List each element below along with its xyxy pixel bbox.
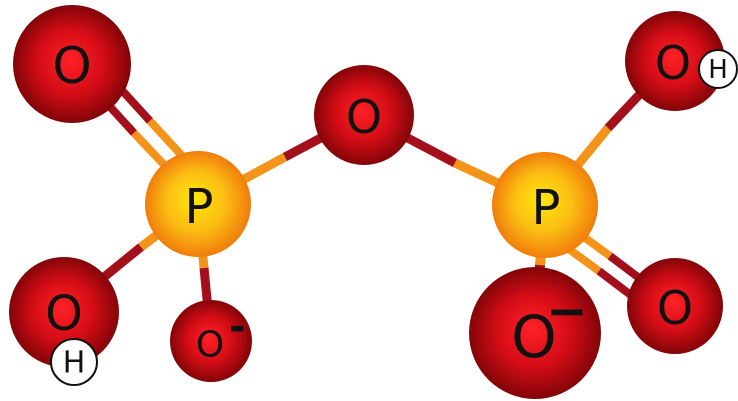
oxygen-atom-bottom-left: O (9, 257, 119, 367)
oxygen-atom-minus-left: O - (170, 300, 252, 382)
atom-label-o-top-right: O (655, 36, 691, 90)
oxygen-atom-right: O (627, 258, 723, 354)
charge-minus-right: − (546, 282, 588, 340)
atoms: O O O H O H O - O − (9, 5, 738, 399)
hydrogen-atom-top-right: H (698, 49, 738, 89)
atom-label-h-top-right: H (708, 55, 728, 85)
hydrogen-atom-bottom-left: H (50, 338, 98, 386)
phosphorus-atom-right: P (492, 152, 598, 258)
atom-label-o-right: O (657, 281, 693, 335)
phosphorus-atom-left: P (145, 151, 251, 257)
oxygen-atom-top-right: O (625, 11, 725, 111)
oxygen-atom-bridge: O (314, 65, 414, 165)
charge-minus-left: - (229, 304, 246, 350)
atom-label-p-right: P (532, 180, 561, 236)
atom-label-o-bridge: O (346, 90, 382, 144)
atom-label-h-bottom-left: H (63, 346, 86, 381)
atom-label-o-minus-right: O (511, 303, 557, 371)
atom-label-o-minus-left: O (196, 325, 224, 366)
atom-label-o-top-left: O (52, 37, 91, 95)
oxygen-atom-minus-right: O − (469, 267, 601, 399)
atom-label-p-left: P (185, 179, 214, 235)
oxygen-atom-top-left: O (13, 5, 131, 123)
atom-label-o-bottom-left: O (45, 286, 83, 342)
